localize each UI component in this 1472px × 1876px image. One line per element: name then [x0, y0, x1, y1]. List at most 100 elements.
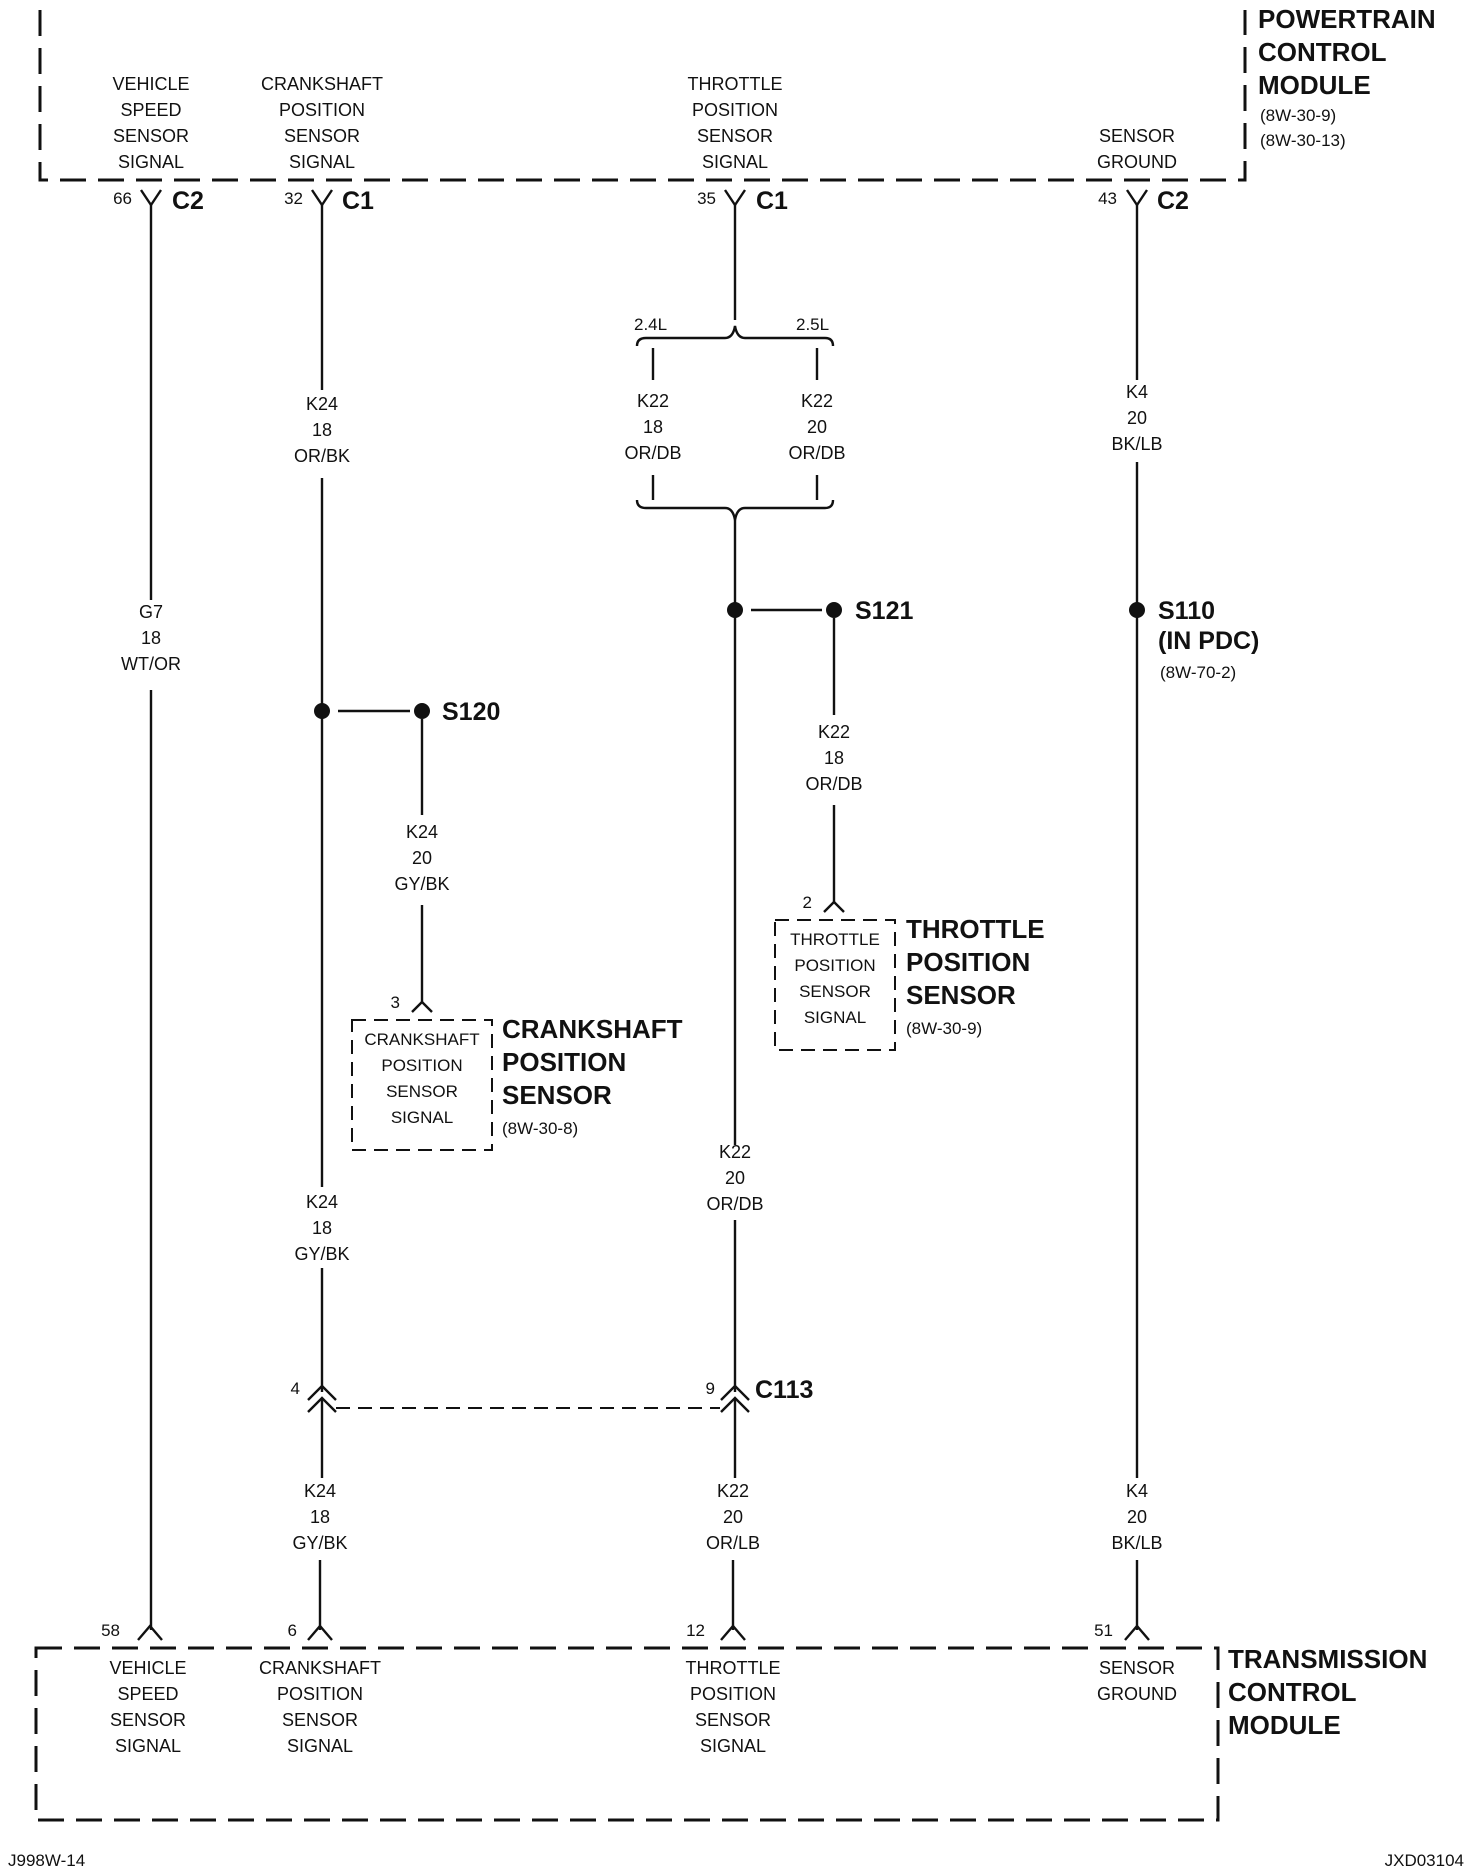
s110-ref: (8W-70-2) [1160, 663, 1236, 682]
s121-label: S121 [855, 597, 913, 625]
engine-option-25l: 2.5L [796, 315, 829, 334]
svg-text:G7: G7 [139, 602, 163, 622]
svg-text:SENSOR: SENSOR [1099, 126, 1175, 146]
tcm-pin-51: 51 [1094, 1621, 1113, 1640]
footer-right-code: JXD03104 [1385, 1851, 1464, 1870]
pcm-pin-66: 66 [113, 189, 132, 208]
svg-text:SIGNAL: SIGNAL [700, 1736, 766, 1756]
tcm-box [34, 1646, 1220, 1822]
svg-text:K22: K22 [637, 391, 669, 411]
svg-text:SIGNAL: SIGNAL [289, 152, 355, 172]
svg-text:POSITION: POSITION [692, 100, 778, 120]
svg-text:SIGNAL: SIGNAL [287, 1736, 353, 1756]
svg-text:POSITION: POSITION [690, 1684, 776, 1704]
tcm-title-3: MODULE [1228, 1710, 1341, 1740]
c113-k24-terminal-upper [307, 1384, 337, 1401]
svg-text:OR/BK: OR/BK [294, 446, 350, 466]
pcm-pin-ckp-label: CRANKSHAFT POSITION SENSOR SIGNAL [261, 74, 383, 172]
s110-label: S110 [1158, 597, 1215, 625]
crank-sensor-title-1: CRANKSHAFT [502, 1014, 683, 1044]
svg-text:OR/DB: OR/DB [805, 774, 862, 794]
svg-text:18: 18 [312, 420, 332, 440]
c113-pin-4: 4 [291, 1379, 300, 1398]
wire-k22-24l-label: K22 18 OR/DB [624, 391, 681, 463]
svg-text:20: 20 [723, 1507, 743, 1527]
svg-text:SENSOR: SENSOR [113, 126, 189, 146]
tcm-pin-ground-label: SENSOR GROUND [1097, 1658, 1177, 1704]
tcm-title-1: TRANSMISSION [1228, 1644, 1427, 1674]
wire-k22-lower-label: K22 20 OR/LB [706, 1481, 760, 1553]
s121-junction-dot [727, 602, 743, 618]
svg-text:18: 18 [312, 1218, 332, 1238]
pcm-connector-c1-a: C1 [342, 187, 374, 215]
pcm-terminal-43 [1126, 189, 1148, 208]
crank-sensor-ref: (8W-30-8) [502, 1119, 578, 1138]
pcm-pin-32: 32 [284, 189, 303, 208]
wire-k24-mid-gap [305, 1187, 339, 1267]
tps-terminal [823, 900, 845, 913]
pcm-pin-tps-label: THROTTLE POSITION SENSOR SIGNAL [687, 74, 782, 172]
wire-k22-25l-label: K22 20 OR/DB [788, 391, 845, 463]
wire-k22-branch-label: K22 18 OR/DB [805, 722, 862, 794]
svg-text:K24: K24 [306, 1192, 338, 1212]
svg-text:OR/LB: OR/LB [706, 1533, 760, 1553]
wire-k22-mid-label: K22 20 OR/DB [706, 1142, 763, 1214]
tps-sensor-box [774, 919, 896, 1051]
pcm-connector-c2-a: C2 [172, 187, 204, 215]
svg-text:SENSOR: SENSOR [386, 1082, 458, 1101]
crank-sensor-terminal [411, 1000, 433, 1013]
tps-pin: 2 [803, 893, 812, 912]
svg-text:VEHICLE: VEHICLE [112, 74, 189, 94]
svg-text:CRANKSHAFT: CRANKSHAFT [364, 1030, 479, 1049]
svg-text:CRANKSHAFT: CRANKSHAFT [261, 74, 383, 94]
svg-text:SIGNAL: SIGNAL [391, 1108, 453, 1127]
s110-note: (IN PDC) [1158, 627, 1259, 655]
tcm-pin-6: 6 [288, 1621, 297, 1640]
svg-text:SENSOR: SENSOR [697, 126, 773, 146]
svg-text:POSITION: POSITION [277, 1684, 363, 1704]
pcm-pin-43: 43 [1098, 189, 1117, 208]
pcm-pin-ground-label: SENSOR GROUND [1097, 126, 1177, 172]
pcm-box [38, 10, 1247, 182]
c113-k22-terminal-upper [720, 1384, 750, 1401]
tcm-pin-58: 58 [101, 1621, 120, 1640]
engine-option-24l: 2.4L [634, 315, 667, 334]
svg-text:SENSOR: SENSOR [695, 1710, 771, 1730]
svg-text:GROUND: GROUND [1097, 152, 1177, 172]
svg-text:SENSOR: SENSOR [284, 126, 360, 146]
svg-text:K22: K22 [818, 722, 850, 742]
s121-splice-dot [826, 602, 842, 618]
svg-text:OR/DB: OR/DB [706, 1194, 763, 1214]
svg-text:VEHICLE: VEHICLE [109, 1658, 186, 1678]
pcm-ref-1: (8W-30-9) [1260, 106, 1336, 125]
svg-text:POSITION: POSITION [381, 1056, 462, 1075]
svg-text:THROTTLE: THROTTLE [687, 74, 782, 94]
pcm-terminal-32 [311, 189, 333, 208]
wire-k24-lower-label: K24 18 GY/BK [292, 1481, 347, 1553]
pcm-title-2: CONTROL [1258, 37, 1387, 67]
s120-junction-dot [314, 703, 330, 719]
svg-text:POSITION: POSITION [794, 956, 875, 975]
svg-text:18: 18 [310, 1507, 330, 1527]
svg-text:SENSOR: SENSOR [799, 982, 871, 1001]
tps-sensor-inner-label: THROTTLE POSITION SENSOR SIGNAL [790, 930, 880, 1027]
tcm-terminal-51 [1124, 1624, 1150, 1641]
svg-text:20: 20 [1127, 408, 1147, 428]
svg-text:18: 18 [824, 748, 844, 768]
wire-k4-lower-label: K4 20 BK/LB [1111, 1480, 1163, 1560]
tps-sensor-title-2: POSITION [906, 947, 1030, 977]
svg-text:SENSOR: SENSOR [282, 1710, 358, 1730]
engine-option-brace-bottom [635, 499, 835, 521]
tcm-terminal-58 [137, 1624, 163, 1641]
svg-text:GY/BK: GY/BK [294, 1244, 349, 1264]
pcm-pin-35: 35 [697, 189, 716, 208]
svg-text:K24: K24 [406, 822, 438, 842]
svg-text:SIGNAL: SIGNAL [804, 1008, 866, 1027]
svg-text:K22: K22 [801, 391, 833, 411]
crank-sensor-inner-label: CRANKSHAFT POSITION SENSOR SIGNAL [364, 1030, 479, 1127]
svg-text:SENSOR: SENSOR [110, 1710, 186, 1730]
s120-label: S120 [442, 698, 500, 726]
svg-text:20: 20 [1127, 1507, 1147, 1527]
svg-text:SIGNAL: SIGNAL [118, 152, 184, 172]
